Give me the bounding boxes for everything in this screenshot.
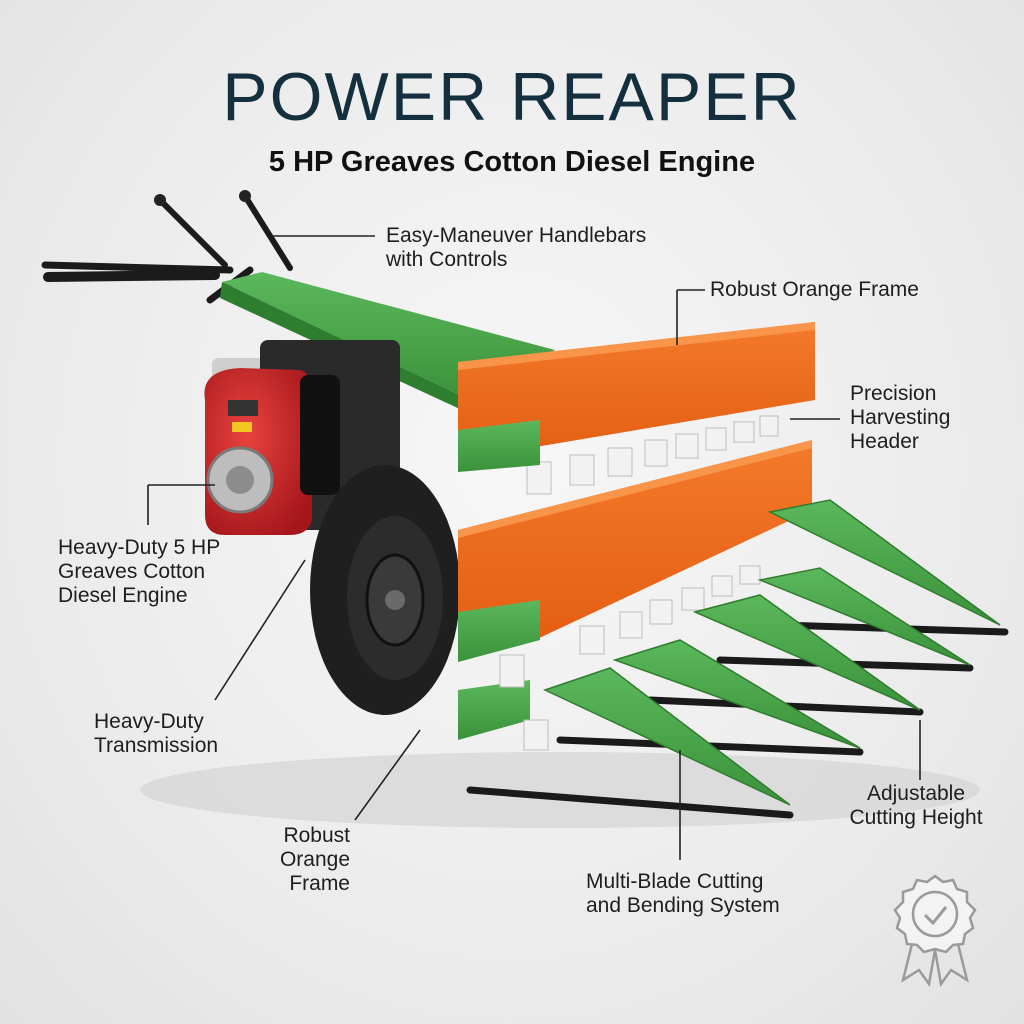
callout-height: Adjustable Cutting Height <box>836 782 996 830</box>
callout-blades-line1: Multi-Blade Cutting <box>586 870 764 893</box>
callout-header: Precision Harvesting Header <box>850 382 950 454</box>
callout-header-line1: Precision <box>850 382 937 405</box>
callout-engine-line1: Heavy-Duty 5 HP <box>58 536 221 559</box>
callout-transmission: Heavy-Duty Transmission <box>94 710 218 758</box>
page-subtitle: 5 HP Greaves Cotton Diesel Engine <box>268 146 756 178</box>
callout-height-line1: Adjustable <box>866 782 966 805</box>
callout-frame-bottom-line1: Robust <box>283 824 350 847</box>
callout-frame-bottom: Robust Orange Frame <box>250 824 350 896</box>
callout-engine-line3: Diesel Engine <box>58 584 188 607</box>
engine <box>204 340 400 535</box>
callout-header-line2: Harvesting <box>850 406 951 429</box>
callout-frame-top-line1: Robust Orange Frame <box>710 278 919 301</box>
frame-lower <box>458 440 812 650</box>
callout-handlebars-line1: Easy-Maneuver Handlebars <box>386 224 647 247</box>
callout-engine: Heavy-Duty 5 HP Greaves Cotton Diesel En… <box>58 536 220 608</box>
callout-frame-bottom-line3: Frame <box>289 872 350 895</box>
callout-transmission-line2: Transmission <box>94 734 219 757</box>
callout-height-line2: Cutting Height <box>849 806 983 829</box>
callout-engine-line2: Greaves Cotton <box>58 560 206 583</box>
award-badge-icon <box>893 874 977 988</box>
page-title: POWER REAPER <box>222 59 802 135</box>
callout-handlebars-line2: with Controls <box>386 248 508 271</box>
callout-header-line3: Header <box>850 430 919 453</box>
callout-handlebars: Easy-Maneuver Handlebars with Controls <box>386 224 646 272</box>
wheel <box>310 465 460 715</box>
callout-blades: Multi-Blade Cutting and Bending System <box>586 870 780 918</box>
crop-dividers <box>542 499 1001 806</box>
callout-blades-line2: and Bending System <box>586 894 780 917</box>
callout-frame-bottom-line2: Orange <box>279 848 350 871</box>
callout-transmission-line1: Heavy-Duty <box>94 710 204 733</box>
callout-frame-top: Robust Orange Frame <box>710 278 919 302</box>
